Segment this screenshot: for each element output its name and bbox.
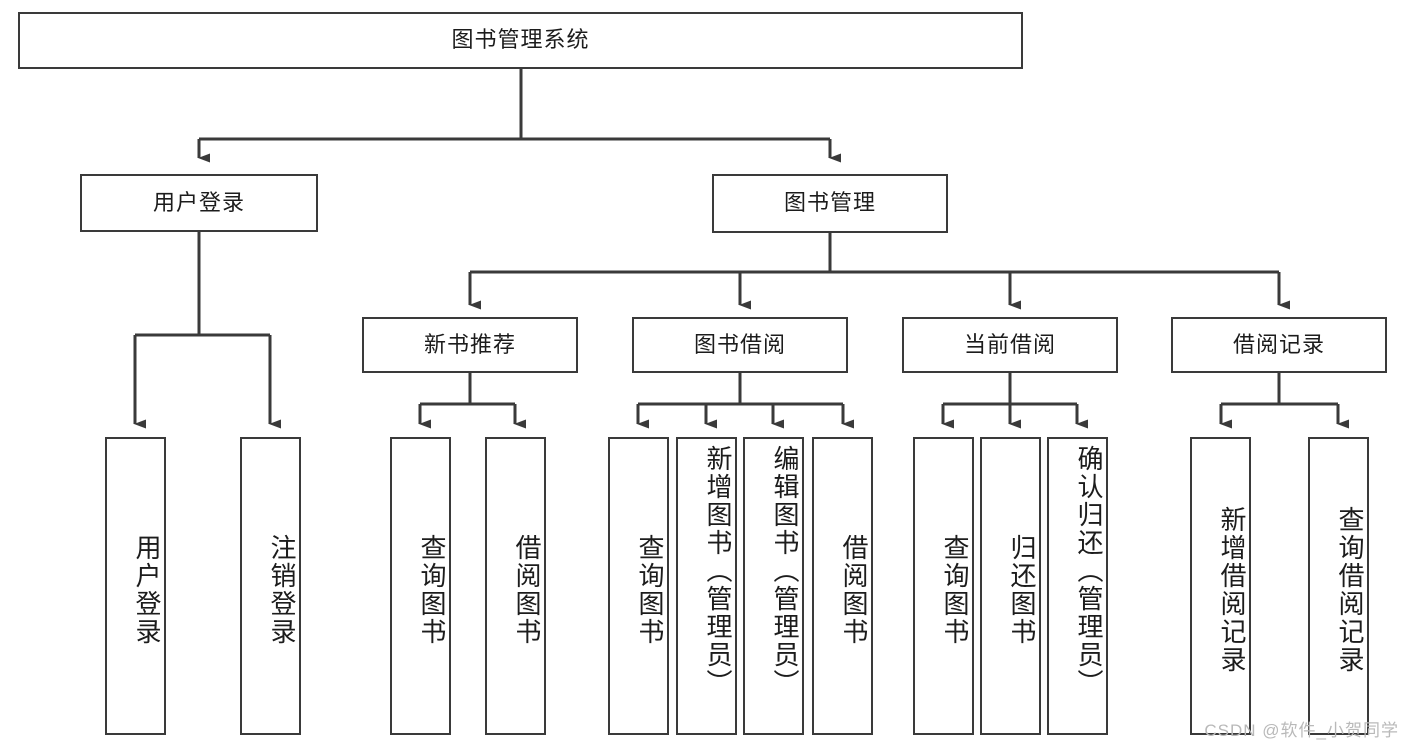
- node-label: 借阅图书: [512, 534, 542, 646]
- leaf-query-book-new[interactable]: 查询图书: [390, 437, 451, 735]
- node-label: 用户登录: [152, 189, 245, 215]
- leaf-add-borrow-record[interactable]: 新增借阅记录: [1190, 437, 1251, 735]
- node-label: 查询图书: [635, 534, 665, 646]
- leaf-edit-book-admin[interactable]: 编辑图书（管理员）: [743, 437, 804, 735]
- node-label: 图书借阅: [693, 331, 786, 357]
- leaf-query-book-current[interactable]: 查询图书: [913, 437, 974, 735]
- node-label: 编辑图书（管理员）: [770, 445, 800, 697]
- node-borrow-record[interactable]: 借阅记录: [1171, 317, 1387, 373]
- node-label: 查询图书: [940, 534, 970, 646]
- node-label: 注销登录: [267, 534, 297, 646]
- node-label: 查询图书: [417, 534, 447, 646]
- node-label: 确认归还（管理员）: [1074, 445, 1104, 697]
- node-label: 图书管理: [783, 190, 876, 216]
- leaf-confirm-return-admin[interactable]: 确认归还（管理员）: [1047, 437, 1108, 735]
- node-user-login[interactable]: 用户登录: [80, 174, 318, 232]
- leaf-query-borrow-record[interactable]: 查询借阅记录: [1308, 437, 1369, 735]
- leaf-add-book-admin[interactable]: 新增图书（管理员）: [676, 437, 737, 735]
- node-label: 借阅图书: [839, 534, 869, 646]
- leaf-user-login[interactable]: 用户登录: [105, 437, 166, 735]
- node-label: 新增借阅记录: [1217, 506, 1247, 674]
- leaf-query-book-borrow[interactable]: 查询图书: [608, 437, 669, 735]
- node-label: 归还图书: [1007, 534, 1037, 646]
- node-label: 借阅记录: [1232, 331, 1325, 357]
- leaf-borrow-book-borrow[interactable]: 借阅图书: [812, 437, 873, 735]
- node-book-borrow[interactable]: 图书借阅: [632, 317, 848, 373]
- node-label: 图书管理系统: [451, 27, 590, 53]
- node-label: 用户登录: [132, 534, 162, 646]
- node-current-borrow[interactable]: 当前借阅: [902, 317, 1118, 373]
- node-label: 查询借阅记录: [1335, 506, 1365, 674]
- leaf-return-book[interactable]: 归还图书: [980, 437, 1041, 735]
- node-label: 新增图书（管理员）: [703, 445, 733, 697]
- leaf-borrow-book-new[interactable]: 借阅图书: [485, 437, 546, 735]
- node-book-management[interactable]: 图书管理: [712, 174, 948, 233]
- node-new-book-recommend[interactable]: 新书推荐: [362, 317, 578, 373]
- node-label: 当前借阅: [963, 331, 1056, 357]
- node-label: 新书推荐: [423, 331, 516, 357]
- node-root-book-management-system[interactable]: 图书管理系统: [18, 12, 1023, 69]
- leaf-logout-login[interactable]: 注销登录: [240, 437, 301, 735]
